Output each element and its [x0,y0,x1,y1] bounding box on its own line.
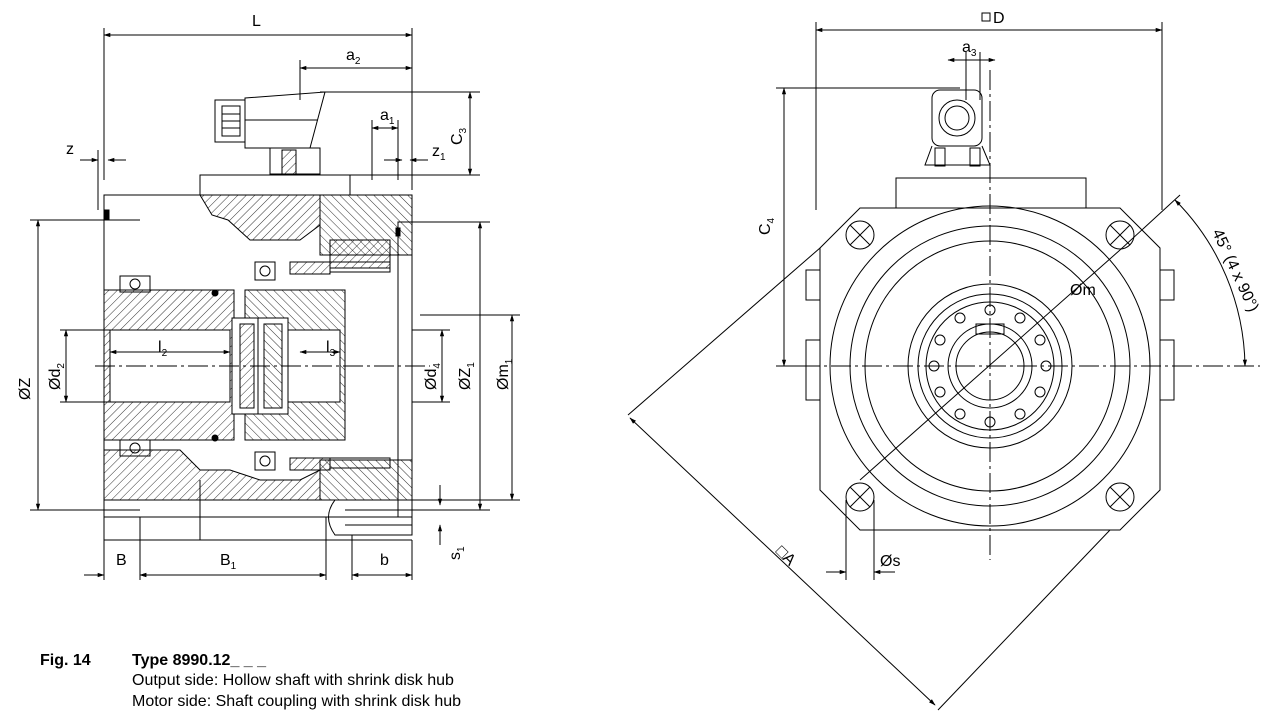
svg-text:Ød4: Ød4 [423,363,443,390]
svg-text:C4: C4 [757,217,777,235]
caption-line-motor: Motor side: Shaft coupling with shrink d… [132,693,462,710]
svg-text:a1: a1 [380,107,395,127]
svg-text:Ød2: Ød2 [47,363,67,390]
svg-text:a2: a2 [346,47,361,67]
svg-text:ØZ: ØZ [17,378,34,400]
front-labels: D a3 C4 Øm 45° (4 x 90°) □A Øs [757,10,1262,570]
figure-caption: Fig. 14 Type 8990.12_ _ _ Output side: H… [40,652,461,712]
svg-text:s1: s1 [447,546,467,560]
svg-text:Øs: Øs [880,553,900,570]
section-view [30,28,520,580]
svg-text:L: L [252,13,261,30]
svg-text:ØZ1: ØZ1 [457,362,477,390]
svg-text:l2: l2 [158,339,168,359]
svg-text:B: B [116,552,127,569]
svg-text:D: D [993,10,1005,27]
svg-text:C3: C3 [449,127,469,145]
figure-type: Type 8990.12_ _ _ [132,652,267,669]
svg-text:b: b [380,552,389,569]
caption-line-output: Output side: Hollow shaft with shrink di… [132,672,454,689]
figure-number: Fig. 14 [40,652,91,669]
svg-text:B1: B1 [220,552,237,572]
svg-text:a3: a3 [962,39,977,59]
svg-text:Øm: Øm [1070,282,1096,299]
svg-text:l3: l3 [326,339,336,359]
front-view [627,22,1260,711]
svg-text:□A: □A [772,543,799,570]
svg-text:z: z [66,141,74,158]
svg-text:z1: z1 [432,143,446,163]
svg-text:Øm1: Øm1 [495,358,515,390]
